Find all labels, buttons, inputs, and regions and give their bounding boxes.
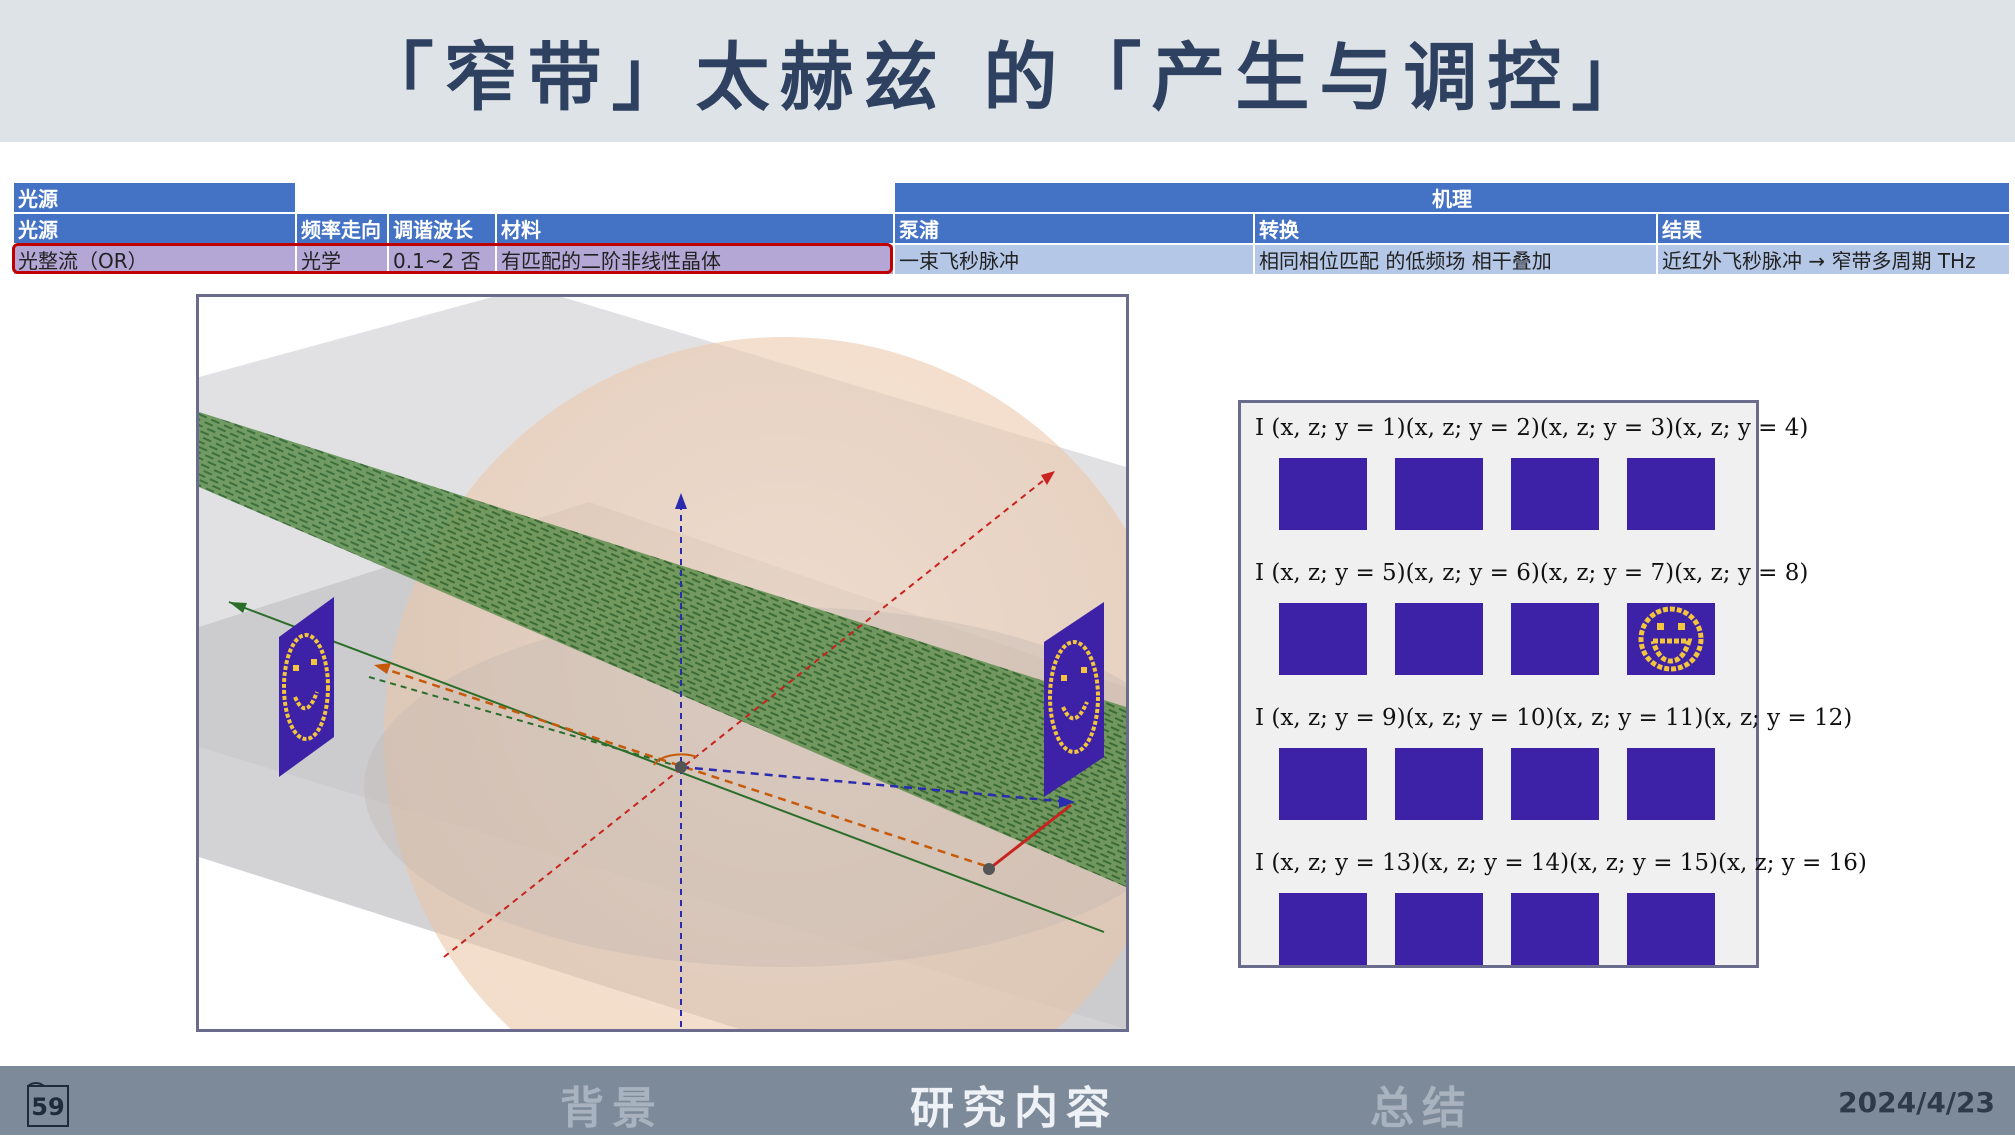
table-header-row-2: 光源 频率走向 调谐波长 材料 泵浦 转换 结果 bbox=[12, 212, 2012, 245]
grid-row-label: I (x, z; y = 5)(x, z; y = 6)(x, z; y = 7… bbox=[1255, 560, 1809, 586]
orange-dashed-line bbox=[378, 665, 990, 869]
header-blank bbox=[294, 181, 896, 214]
red-axis bbox=[443, 471, 1055, 958]
header-source-group: 光源 bbox=[12, 181, 297, 214]
blue-dashed-vector bbox=[680, 765, 1070, 804]
nav-background[interactable]: 背景 bbox=[560, 1083, 664, 1134]
intensity-tile bbox=[1395, 603, 1483, 675]
slide-title: 「窄带」太赫兹 的「产生与调控」 bbox=[359, 35, 1656, 121]
header-source: 光源 bbox=[12, 212, 297, 245]
cell-material: 有匹配的二阶非线性晶体 bbox=[494, 243, 896, 276]
header-mechanism-group: 机理 bbox=[893, 181, 2012, 214]
header-freq: 频率走向 bbox=[295, 212, 389, 245]
intensity-tile bbox=[1627, 603, 1715, 675]
nav-research[interactable]: 研究内容 bbox=[910, 1083, 1118, 1134]
cell-result: 近红外飞秒脉冲 → 窄带多周期 THz bbox=[1656, 243, 2012, 276]
cell-tune: 0.1~2 否 bbox=[387, 243, 497, 276]
intensity-tile bbox=[1627, 748, 1715, 820]
header-pump: 泵浦 bbox=[893, 212, 1256, 245]
red-vector bbox=[988, 803, 1072, 871]
table-row: 光整流（OR） 光学 0.1~2 否 有匹配的二阶非线性晶体 一束飞秒脉冲 相同… bbox=[12, 243, 2012, 276]
footer-date: 2024/4/23 bbox=[1838, 1086, 1995, 1119]
blue-axis-arrow bbox=[675, 493, 687, 509]
x-axis-line bbox=[228, 601, 1105, 933]
cell-convert: 相同相位匹配 的低频场 相干叠加 bbox=[1253, 243, 1659, 276]
red-axis-arrow bbox=[1041, 471, 1055, 485]
nav-summary[interactable]: 总结 bbox=[1370, 1083, 1474, 1134]
intensity-tile bbox=[1627, 893, 1715, 965]
header-convert: 转换 bbox=[1253, 212, 1659, 245]
intensity-tile bbox=[1279, 458, 1367, 530]
intensity-tile bbox=[1395, 458, 1483, 530]
cell-source: 光整流（OR） bbox=[12, 243, 297, 276]
intensity-tile bbox=[1627, 458, 1715, 530]
header-tune: 调谐波长 bbox=[387, 212, 497, 245]
right-face-panel bbox=[1044, 602, 1104, 797]
light-source-table: 光源 机理 光源 频率走向 调谐波长 材料 泵浦 转换 结果 光整流（OR） 光… bbox=[12, 181, 2012, 276]
header-material: 材料 bbox=[494, 212, 896, 245]
left-face-panel bbox=[279, 597, 334, 777]
footer-bar bbox=[0, 1066, 2015, 1135]
intensity-tile bbox=[1279, 893, 1367, 965]
blue-vector-arrow bbox=[1059, 796, 1075, 808]
intensity-tile bbox=[1511, 458, 1599, 530]
angle-arc bbox=[653, 753, 698, 766]
page-icon bbox=[27, 1082, 69, 1127]
table-header-row-1: 光源 机理 bbox=[12, 181, 2012, 214]
thz-beam bbox=[199, 412, 1126, 887]
grid-row-label: I (x, z; y = 1)(x, z; y = 2)(x, z; y = 3… bbox=[1255, 415, 1809, 441]
intensity-tile bbox=[1511, 893, 1599, 965]
intensity-tile bbox=[1511, 748, 1599, 820]
orange-arrow bbox=[374, 663, 391, 674]
cell-pump: 一束飞秒脉冲 bbox=[893, 243, 1256, 276]
cell-freq: 光学 bbox=[295, 243, 389, 276]
3d-scene-figure[interactable] bbox=[196, 294, 1129, 1032]
intensity-tile bbox=[1395, 748, 1483, 820]
origin-point bbox=[675, 761, 687, 773]
page-number: 59 bbox=[31, 1093, 65, 1121]
3d-scene-svg bbox=[199, 297, 1126, 1029]
intensity-grid-panel: I (x, z; y = 1)(x, z; y = 2)(x, z; y = 3… bbox=[1238, 400, 1867, 968]
header-result: 结果 bbox=[1656, 212, 2012, 245]
grid-row-label: I (x, z; y = 13)(x, z; y = 14)(x, z; y =… bbox=[1255, 850, 1867, 876]
grid-row-label: I (x, z; y = 9)(x, z; y = 10)(x, z; y = … bbox=[1255, 705, 1853, 731]
x-axis-arrow bbox=[229, 602, 247, 613]
intensity-tile bbox=[1279, 603, 1367, 675]
row-highlight bbox=[12, 243, 893, 274]
intensity-tile bbox=[1279, 748, 1367, 820]
intensity-tile bbox=[1511, 603, 1599, 675]
end-point bbox=[983, 863, 995, 875]
smiley-face-icon bbox=[1638, 606, 1704, 672]
title-bar bbox=[0, 0, 2015, 142]
intensity-tile bbox=[1395, 893, 1483, 965]
